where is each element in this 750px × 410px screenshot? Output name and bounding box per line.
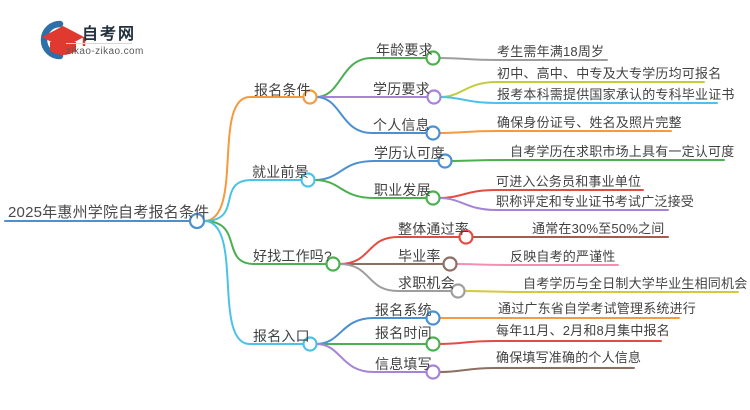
node-circle-entrance xyxy=(302,336,318,352)
link-entrance-system xyxy=(315,317,427,345)
node-circle-system xyxy=(425,310,441,326)
node-circle-info-filling xyxy=(425,364,441,380)
site-domain: zikao-zikao.com xyxy=(66,46,144,57)
link-root-entrance xyxy=(203,220,304,345)
link-root-employment xyxy=(203,179,302,222)
node-circle-graduation-rate xyxy=(442,256,458,272)
leaf-education-1: 初中、高中、中专及大专学历均可报名 xyxy=(497,66,722,81)
leaf-pass-rate-1: 通常在30%至50%之间 xyxy=(532,221,665,236)
site-logo[interactable]: 自考网 zikao-zikao.com xyxy=(30,14,210,62)
link-easy-job-opportunities xyxy=(338,263,452,292)
leaf-info-filling-1: 确保填写准确的个人信息 xyxy=(496,350,642,365)
node-circle-easy-job xyxy=(325,256,341,272)
link-education-leaf2 xyxy=(439,96,718,104)
link-root-reg-conditions xyxy=(203,96,304,222)
branch-employment-label: 就业前景 xyxy=(252,164,309,180)
node-info-filling-label: 信息填写 xyxy=(375,356,432,372)
node-circle-recognition xyxy=(437,153,453,169)
node-time-label: 报名时间 xyxy=(375,325,432,341)
link-recognition-leaf xyxy=(450,159,725,162)
link-opportunities-leaf xyxy=(463,290,739,293)
link-age-leaf xyxy=(438,57,608,61)
branch-entrance-label: 报名入口 xyxy=(253,328,310,344)
node-circle-root xyxy=(188,212,206,230)
node-circle-education xyxy=(426,89,442,105)
node-personal-info-label: 个人信息 xyxy=(373,117,430,133)
node-circle-time xyxy=(425,336,441,352)
link-graduation-rate-leaf xyxy=(455,263,619,266)
node-education-label: 学历要求 xyxy=(373,81,430,97)
leaf-opportunities-1: 自考学历与全日制大学毕业生相同机会 xyxy=(523,276,748,291)
logo-divider xyxy=(66,43,132,44)
link-time-leaf xyxy=(438,340,662,345)
link-personal-info-leaf xyxy=(438,130,672,134)
node-circle-opportunities xyxy=(450,283,466,299)
leaf-recognition-1: 自考学历在求职市场上具有一定认可度 xyxy=(510,144,735,159)
node-circle-reg-conditions xyxy=(302,89,318,105)
link-info-filling-leaf xyxy=(438,367,635,373)
node-age-label: 年龄要求 xyxy=(376,42,433,58)
link-employment-recognition xyxy=(313,160,439,181)
link-reg-conditions-personal-info xyxy=(315,96,427,134)
link-easy-job-pass-rate xyxy=(338,236,460,265)
branch-reg-conditions-label: 报名条件 xyxy=(254,82,311,98)
node-recognition-label: 学历认可度 xyxy=(374,145,445,161)
leaf-system-1: 通过广东省自学考试管理系统进行 xyxy=(498,301,697,316)
node-circle-age xyxy=(425,50,441,66)
link-reg-conditions-age xyxy=(315,57,427,98)
node-opportunities-label: 求职机会 xyxy=(398,275,455,291)
root-label: 2025年惠州学院自考报名条件 xyxy=(8,204,210,221)
leaf-personal-info-1: 确保身份证号、姓名及照片完整 xyxy=(497,115,682,130)
node-pass-rate-label: 整体通过率 xyxy=(398,221,469,237)
node-career-label: 职业发展 xyxy=(374,182,431,198)
graduation-cap-icon xyxy=(40,20,86,60)
leaf-age-1: 考生需年满18周岁 xyxy=(497,44,605,59)
node-system-label: 报名系统 xyxy=(375,302,432,318)
node-circle-employment xyxy=(300,172,316,188)
leaf-graduation-rate-1: 反映自考的严谨性 xyxy=(510,249,616,264)
link-root-easy-job xyxy=(203,220,328,265)
link-career-leaf2 xyxy=(438,197,669,211)
node-circle-pass-rate xyxy=(458,229,474,245)
node-circle-personal-info xyxy=(425,125,441,141)
leaf-career-1: 可进入公务员和事业单位 xyxy=(496,174,642,189)
branch-easy-job-label: 好找工作吗? xyxy=(253,248,332,264)
link-employment-career xyxy=(313,179,427,199)
leaf-career-2: 职称评定和专业证书考试广泛接受 xyxy=(496,194,695,209)
node-graduation-rate-label: 毕业率 xyxy=(398,248,441,264)
node-circle-career xyxy=(425,190,441,206)
leaf-time-1: 每年11月、2月和8月集中报名 xyxy=(496,323,670,338)
link-entrance-info-filling xyxy=(315,343,427,373)
site-name: 自考网 xyxy=(82,26,137,43)
leaf-education-2: 报考本科需提供国家承认的专科毕业证书 xyxy=(497,87,735,102)
